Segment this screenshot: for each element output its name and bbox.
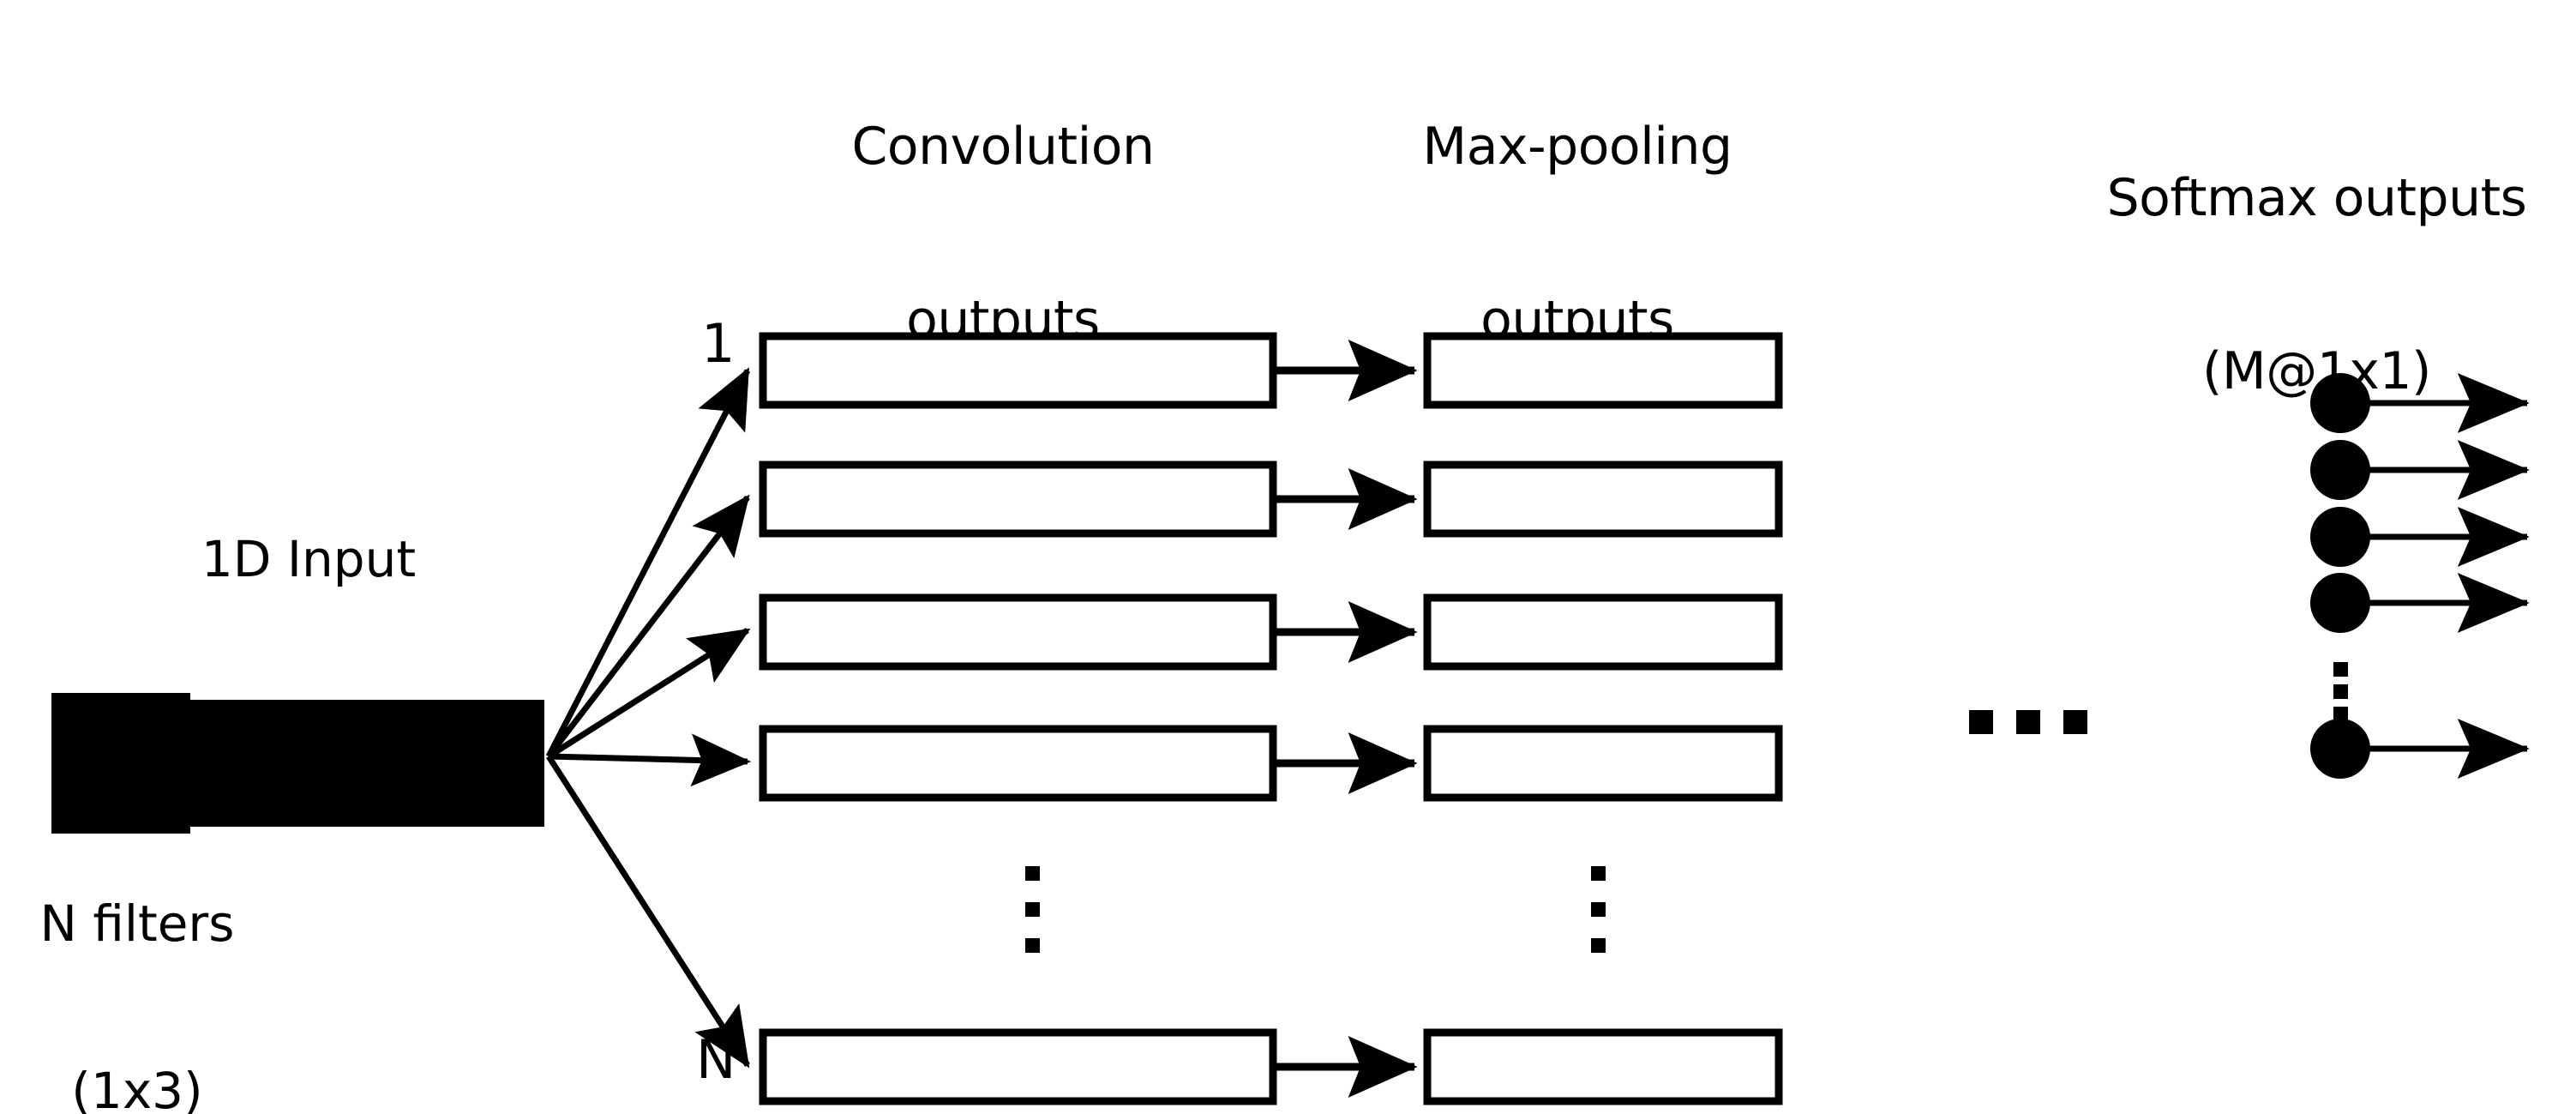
filters-line-2: (1x3) bbox=[71, 1061, 203, 1114]
softmax-header-line-1: Softmax outputs bbox=[2106, 168, 2527, 229]
softmax-node-4 bbox=[2310, 573, 2370, 633]
pool-box-2 bbox=[1423, 461, 1783, 538]
conv-vertical-ellipsis-icon bbox=[1025, 866, 1040, 953]
fanout-arrow-1 bbox=[545, 367, 751, 758]
softmax-node-5 bbox=[2310, 719, 2370, 779]
softmax-outputs-header: Softmax outputs (M@1x1) bbox=[2057, 55, 2576, 516]
input-bar-filter-window bbox=[51, 693, 190, 834]
fanout-arrow-5 bbox=[546, 755, 750, 1069]
stage-horizontal-ellipsis-icon bbox=[1969, 710, 2087, 734]
maxpooling-boxes bbox=[1423, 332, 1783, 1105]
maxpooling-header-line-1: Max-pooling bbox=[1422, 117, 1732, 178]
pool-box-1 bbox=[1423, 332, 1783, 409]
softmax-node-2 bbox=[2310, 440, 2370, 500]
conv-box-2 bbox=[759, 461, 1277, 538]
pool-box-3 bbox=[1423, 593, 1783, 671]
filters-label: N filters (1x3) bbox=[0, 785, 291, 1114]
fanout-arrows bbox=[545, 367, 752, 1069]
branch-label-first: 1 bbox=[701, 312, 736, 375]
pool-vertical-ellipsis-icon bbox=[1591, 866, 1606, 953]
fanout-arrow-4 bbox=[548, 733, 752, 787]
conv-to-pool-arrows bbox=[1273, 340, 1418, 1098]
softmax-node-1 bbox=[2310, 373, 2370, 433]
pool-box-5 bbox=[1423, 1028, 1783, 1105]
conv-box-1 bbox=[759, 332, 1277, 409]
softmax-vertical-ellipsis-icon bbox=[2333, 662, 2348, 721]
pool-box-4 bbox=[1423, 725, 1783, 802]
conv-box-5 bbox=[759, 1028, 1277, 1105]
fanout-arrow-3 bbox=[547, 628, 751, 759]
filters-line-1: N filters bbox=[39, 894, 235, 953]
convolution-header-line-1: Convolution bbox=[851, 117, 1155, 178]
fanout-arrow-2 bbox=[546, 494, 750, 759]
conv-box-3 bbox=[759, 593, 1277, 671]
conv-box-4 bbox=[759, 725, 1277, 802]
input-title-line-1: 1D Input bbox=[201, 529, 417, 588]
softmax-nodes bbox=[2310, 373, 2370, 779]
softmax-node-3 bbox=[2310, 507, 2370, 567]
convolution-boxes bbox=[759, 332, 1277, 1105]
softmax-output-arrows bbox=[2368, 373, 2530, 779]
